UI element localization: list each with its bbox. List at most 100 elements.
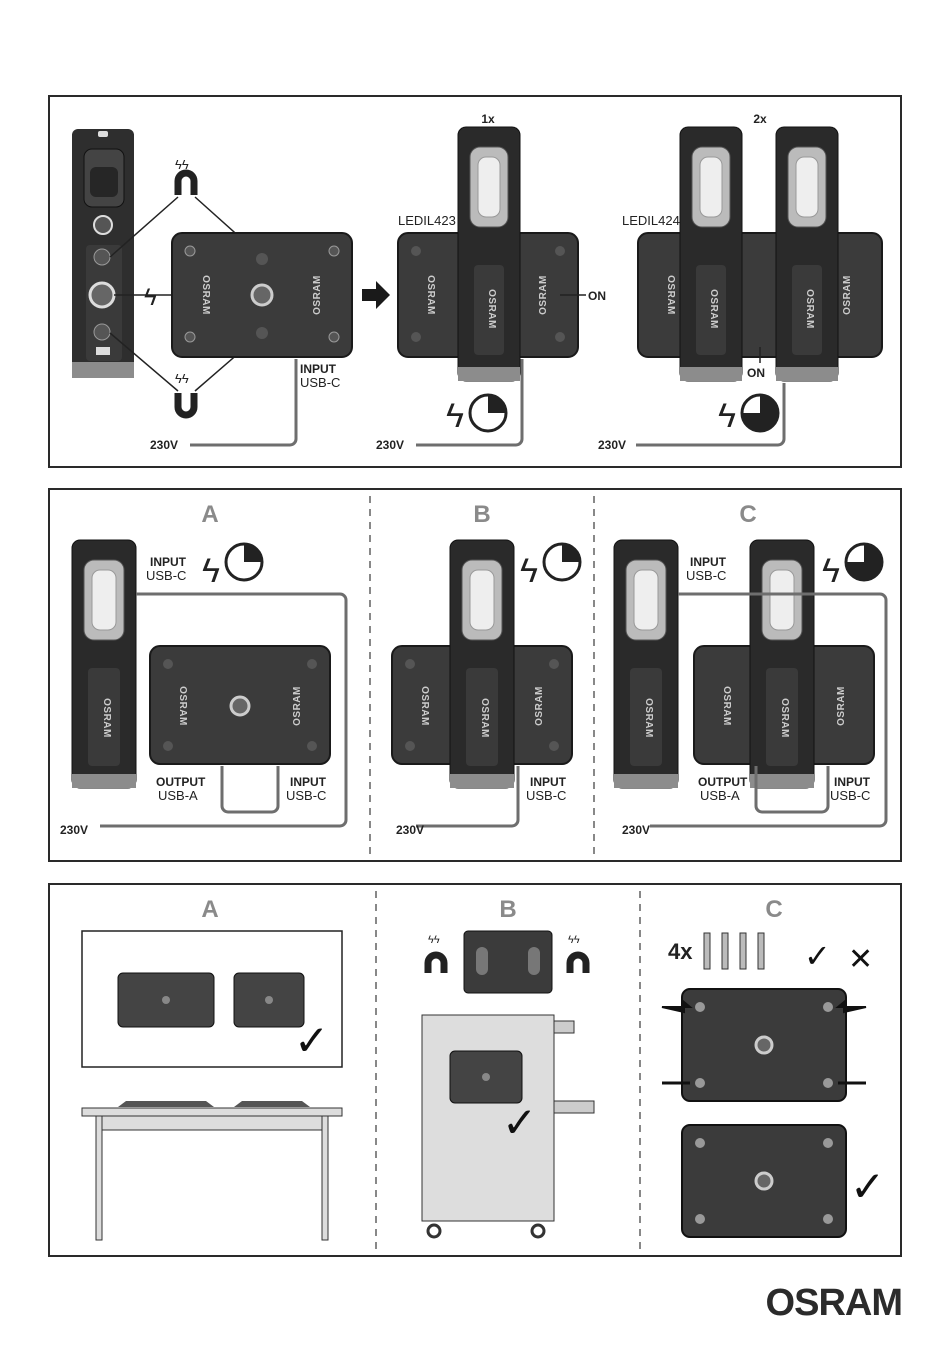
arrow-right-icon: [362, 281, 390, 309]
svg-text:ϟϟ: ϟϟ: [428, 934, 440, 946]
input-label: INPUT: [150, 555, 187, 569]
panel-mounting-options: A ✓ B ϟϟ ϟϟ ✓ C 4x: [48, 883, 902, 1257]
brand-label: OSRAM: [665, 275, 676, 315]
power-cable: [416, 359, 524, 447]
cross-icon: ✕: [848, 943, 873, 976]
screw-icon: [703, 932, 765, 970]
magnet-icon: ϟϟ: [174, 157, 198, 195]
brand-label: OSRAM: [292, 686, 303, 726]
brand-label: OSRAM: [721, 686, 732, 726]
svg-text:ϟ: ϟ: [822, 552, 840, 590]
tool-cabinet: ✓: [421, 1014, 595, 1239]
charge-time-three-quarter-icon: ϟ: [822, 542, 884, 590]
osram-logo: OSRAM: [765, 1282, 903, 1324]
section-label-a: A: [201, 896, 218, 923]
on-indicator-label: ON: [588, 289, 606, 303]
brand-label: OSRAM: [479, 698, 490, 738]
lightning-icon: ϟ: [144, 284, 157, 311]
panel-charging-setup: ϟϟ ϟϟ ϟ OSRAM OSRAM INPUT USB-C 230V 1x …: [48, 95, 902, 468]
usb-c-label: USB-C: [300, 375, 340, 390]
output-label: OUTPUT: [698, 775, 748, 789]
brand-label: OSRAM: [312, 275, 323, 315]
usb-c-label: USB-C: [526, 788, 566, 803]
panel-1-illustration: ϟϟ ϟϟ ϟ OSRAM OSRAM INPUT USB-C 230V 1x …: [72, 112, 883, 452]
charge-time-three-quarter-icon: ϟ: [718, 393, 780, 435]
usb-c-label: USB-C: [830, 788, 870, 803]
section-label-c: C: [765, 896, 782, 923]
on-indicator-label: ON: [747, 366, 765, 380]
brand-label: OSRAM: [101, 698, 112, 738]
usb-c-label: USB-C: [146, 568, 186, 583]
voltage-label: 230V: [622, 823, 650, 837]
screw-count-label: 4x: [668, 939, 693, 964]
lamp-back-view: [72, 129, 134, 378]
checkmark-icon: ✓: [804, 938, 831, 974]
charging-pad: OSRAM OSRAM: [171, 232, 353, 358]
quantity-label: 2x: [753, 112, 767, 126]
voltage-label: 230V: [60, 823, 88, 837]
checkmark-icon: ✓: [850, 1163, 885, 1210]
power-cable: [650, 592, 888, 828]
magnet-icon: [424, 951, 448, 973]
checkmark-icon: ✓: [294, 1017, 329, 1064]
brand-label: OSRAM: [200, 275, 211, 315]
brand-label: OSRAM: [779, 698, 790, 738]
power-cable: [190, 359, 298, 447]
section-label-c: C: [739, 501, 756, 528]
input-label: INPUT: [290, 775, 327, 789]
panel-charging-modes: A OSRAM INPUT USB-C ϟ OSRAM OSRAM OUTPUT…: [48, 488, 902, 862]
power-cable: [636, 383, 786, 447]
lamp-standalone: OSRAM: [613, 539, 679, 789]
quantity-label: 1x: [481, 112, 495, 126]
usb-a-label: USB-A: [700, 788, 740, 803]
checkmark-icon: ✓: [502, 1099, 537, 1146]
input-label: INPUT: [530, 775, 567, 789]
section-label-b: B: [499, 896, 516, 923]
svg-text:ϟϟ: ϟϟ: [568, 934, 580, 946]
brand-label: OSRAM: [643, 698, 654, 738]
charge-time-quarter-icon: ϟ: [520, 542, 582, 590]
charge-time-quarter-icon: ϟ: [446, 393, 508, 435]
voltage-label: 230V: [150, 438, 178, 452]
svg-text:ϟϟ: ϟϟ: [175, 157, 189, 172]
panel-2-illustration: A OSRAM INPUT USB-C ϟ OSRAM OSRAM OUTPUT…: [60, 496, 888, 854]
svg-text:ϟ: ϟ: [520, 552, 538, 590]
voltage-label: 230V: [376, 438, 404, 452]
brand-label: OSRAM: [804, 289, 815, 329]
section-label-a: A: [201, 501, 218, 528]
magnet-icon: [566, 951, 590, 973]
brand-label: OSRAM: [842, 275, 853, 315]
usb-c-label: USB-C: [286, 788, 326, 803]
mounting-plate-final: ✓: [681, 1124, 885, 1238]
power-cable: [416, 766, 520, 828]
voltage-label: 230V: [396, 823, 424, 837]
table-illustration: [81, 1101, 343, 1241]
output-label: OUTPUT: [156, 775, 206, 789]
model-label: LEDIL423: [398, 213, 456, 228]
brand-label: OSRAM: [538, 275, 549, 315]
section-label-b: B: [473, 501, 490, 528]
brand-label: OSRAM: [419, 686, 430, 726]
charge-time-quarter-icon: ϟ: [202, 542, 264, 590]
lamp-standalone: OSRAM: [71, 539, 137, 789]
magnetic-mount: ϟϟ ϟϟ: [424, 930, 590, 994]
brand-label: OSRAM: [836, 686, 847, 726]
brand-label: OSRAM: [708, 289, 719, 329]
charging-pad-with-lamp: OSRAM OSRAM OSRAM: [693, 539, 875, 789]
power-cable: [100, 592, 348, 828]
input-label: INPUT: [690, 555, 727, 569]
brand-label: OSRAM: [177, 686, 188, 726]
charging-pad-with-lamp: OSRAM OSRAM OSRAM: [397, 126, 579, 382]
svg-text:ϟ: ϟ: [718, 397, 736, 435]
charging-pad: OSRAM OSRAM: [149, 645, 331, 765]
magnet-icon: ϟϟ: [174, 371, 198, 419]
double-charging-pad: OSRAM OSRAM OSRAM OSRAM: [637, 126, 883, 382]
brand-label: OSRAM: [534, 686, 545, 726]
input-label: INPUT: [300, 362, 337, 376]
svg-text:ϟ: ϟ: [202, 552, 220, 590]
brand-label: OSRAM: [486, 289, 497, 329]
model-label: LEDIL424: [622, 213, 680, 228]
charging-pad-with-lamp: OSRAM OSRAM OSRAM: [391, 539, 573, 789]
svg-text:ϟϟ: ϟϟ: [175, 371, 189, 386]
wall-mount-frame: ✓: [81, 930, 343, 1068]
